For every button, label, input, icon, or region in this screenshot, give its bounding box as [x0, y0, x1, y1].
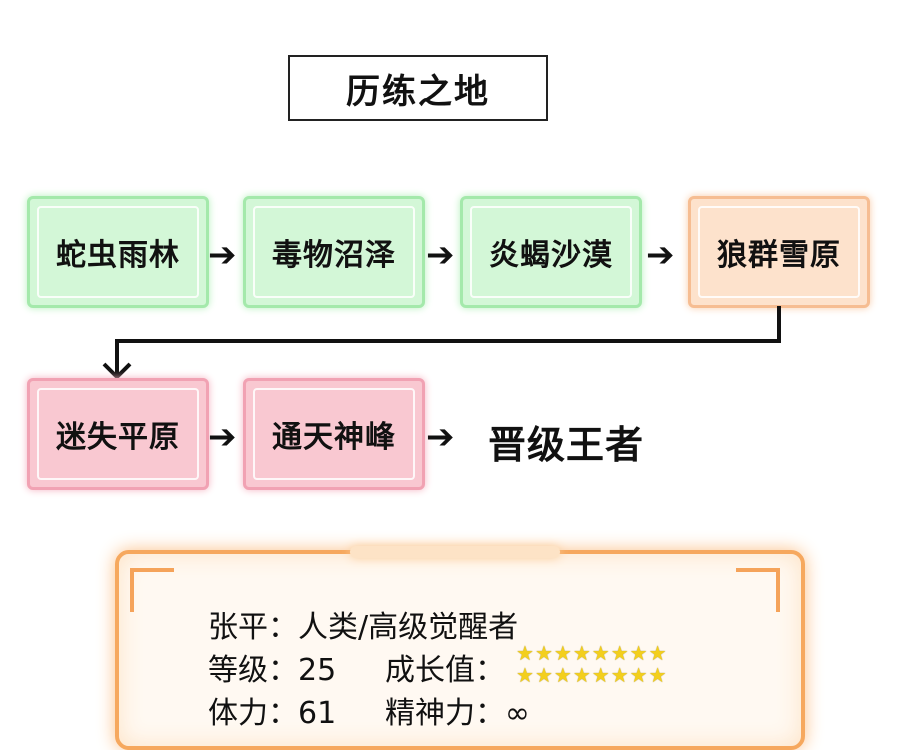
card-corner-decoration — [130, 568, 174, 612]
profile-spirit: 精神力：∞ — [385, 696, 530, 731]
stage-node-5: 迷失平原 — [27, 378, 209, 490]
card-header-tab — [350, 546, 560, 558]
profile-growth-label: 成长值： — [385, 653, 505, 688]
stage-node-6: 通天神峰 — [243, 378, 425, 490]
arrow-right-icon: ➔ — [208, 417, 237, 457]
star-icon: ★ — [534, 641, 554, 665]
star-icon: ★ — [591, 663, 611, 687]
stage-label: 通天神峰 — [272, 420, 396, 455]
star-icon: ★ — [629, 663, 649, 687]
stage-label: 狼群雪原 — [717, 238, 841, 273]
stage-label: 蛇虫雨林 — [56, 238, 180, 273]
star-icon: ★ — [648, 641, 668, 665]
star-icon: ★ — [610, 663, 630, 687]
arrow-right-icon: ➔ — [208, 235, 237, 275]
star-icon: ★ — [516, 663, 535, 687]
star-icon: ★ — [610, 641, 630, 665]
star-icon: ★ — [629, 641, 649, 665]
final-goal: 晋级王者 — [488, 423, 645, 467]
stage-node-4: 狼群雪原 — [688, 196, 870, 308]
star-icon: ★ — [553, 663, 573, 687]
stage-node-2: 毒物沼泽 — [243, 196, 425, 308]
star-icon: ★ — [516, 641, 535, 665]
star-icon: ★ — [534, 663, 554, 687]
profile-stamina: 体力：61 — [208, 696, 337, 731]
stage-label: 毒物沼泽 — [272, 238, 396, 273]
growth-stars: ★★★★★★★★★★★★★★★★ — [516, 642, 726, 686]
page-title: 历练之地 — [288, 55, 548, 121]
connector-arrow — [102, 306, 781, 379]
profile-level: 等级：25 — [208, 653, 337, 688]
star-icon: ★ — [591, 641, 611, 665]
arrow-right-icon: ➔ — [426, 417, 455, 457]
stage-label: 迷失平原 — [56, 420, 180, 455]
card-corner-decoration — [736, 568, 780, 612]
arrow-right-icon: ➔ — [646, 235, 675, 275]
stage-node-1: 蛇虫雨林 — [27, 196, 209, 308]
star-icon: ★ — [553, 641, 573, 665]
star-icon: ★ — [648, 663, 668, 687]
star-icon: ★ — [572, 663, 592, 687]
stage-node-3: 炎蝎沙漠 — [460, 196, 642, 308]
star-icon: ★ — [572, 641, 592, 665]
profile-name-line: 张平：人类/高级觉醒者 — [208, 610, 519, 645]
arrow-right-icon: ➔ — [426, 235, 455, 275]
stage-label: 炎蝎沙漠 — [489, 238, 613, 273]
